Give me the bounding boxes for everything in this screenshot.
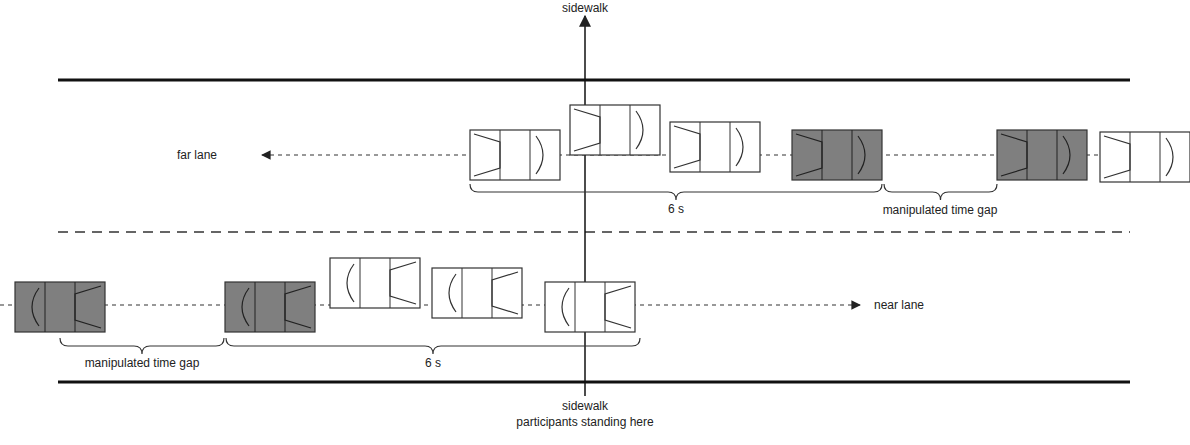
road-edge bbox=[58, 79, 1130, 82]
car bbox=[570, 105, 660, 155]
car bbox=[792, 130, 882, 180]
car bbox=[432, 268, 522, 318]
sidewalk-label: sidewalk bbox=[560, 399, 610, 413]
gap-label: manipulated time gap bbox=[83, 356, 202, 370]
lane-divider bbox=[58, 231, 1130, 233]
car bbox=[470, 130, 560, 180]
road-edge bbox=[58, 381, 1130, 384]
car bbox=[545, 282, 635, 332]
car bbox=[997, 130, 1087, 180]
time-label: 6 s bbox=[423, 356, 443, 370]
position-note: participants standing here bbox=[514, 415, 655, 429]
time-gap-brace bbox=[60, 338, 224, 354]
car bbox=[15, 282, 105, 332]
near-lane-direction bbox=[0, 304, 860, 305]
car bbox=[330, 258, 420, 308]
lane-label: near lane bbox=[872, 298, 926, 312]
car bbox=[225, 282, 315, 332]
direction-label: sidewalk bbox=[560, 1, 610, 15]
crossing-path bbox=[584, 16, 586, 396]
gap-label: manipulated time gap bbox=[881, 203, 1000, 217]
time-label: 6 s bbox=[666, 202, 686, 216]
time-gap-brace bbox=[470, 184, 882, 200]
lane-label: far lane bbox=[175, 148, 219, 162]
car bbox=[1100, 132, 1190, 182]
time-gap-brace bbox=[226, 338, 640, 354]
car bbox=[670, 122, 760, 172]
time-gap-brace bbox=[884, 184, 997, 200]
